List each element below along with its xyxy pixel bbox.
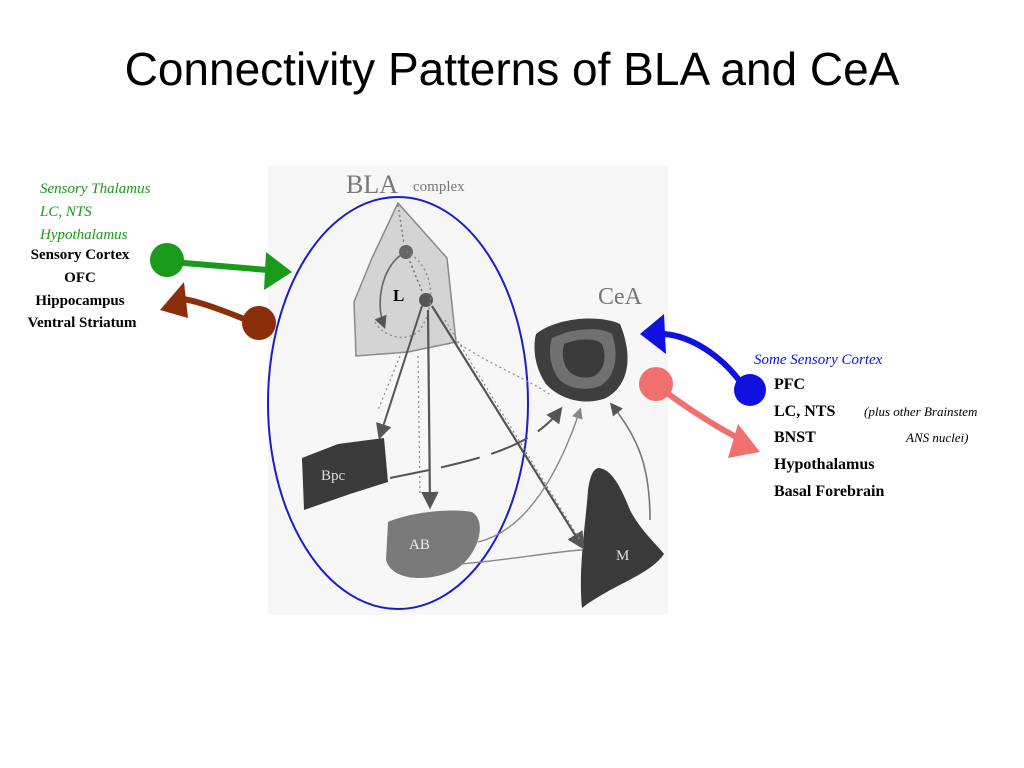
right-item-hypothalamus: Hypothalamus	[774, 456, 874, 473]
bpc-nucleus-shape	[302, 438, 388, 510]
right-item-bnst-note: ANS nuclei)	[905, 430, 968, 445]
m-nucleus-label: M	[616, 548, 629, 564]
lateral-internal-up	[397, 204, 405, 245]
projection-bpc-to-cea	[389, 406, 563, 479]
left-green-item-1: Sensory Thalamus	[40, 181, 151, 197]
bla-label: BLA	[346, 170, 398, 199]
left-black-item-3: Hippocampus	[35, 293, 124, 309]
salmon-output-origin-dot	[639, 367, 673, 401]
m-nucleus-shape	[580, 468, 664, 608]
blue-input-origin-dot	[734, 374, 766, 406]
lateral-node-lower	[419, 293, 433, 307]
projection-l-dotted-3	[444, 319, 581, 541]
left-black-item-1: Sensory Cortex	[31, 247, 130, 263]
brown-output-arrow-line	[175, 295, 254, 325]
left-black-item-4: Ventral Striatum	[27, 315, 137, 331]
bpc-nucleus-label: Bpc	[321, 468, 346, 484]
brown-output-origin-dot	[242, 306, 276, 340]
ab-nucleus-shape	[386, 510, 480, 579]
projection-l-to-ab	[421, 309, 439, 510]
left-green-item-3: Hypothalamus	[39, 227, 128, 243]
bla-complex-ellipse	[267, 196, 529, 610]
bla-complex-sublabel: complex	[413, 179, 465, 195]
projection-l-to-bpc	[376, 305, 423, 440]
green-input-arrowhead	[264, 252, 292, 290]
salmon-output-arrowhead	[728, 424, 760, 458]
right-item-lc-nts-note: (plus other Brainstem	[864, 404, 977, 419]
projection-l-to-cea-dotted	[455, 341, 553, 397]
lateral-internal-loop	[374, 251, 407, 329]
right-item-pfc: PFC	[774, 376, 805, 393]
ab-nucleus-label: AB	[409, 537, 430, 553]
cea-inner-core	[562, 339, 605, 378]
lateral-internal-dotted	[373, 251, 432, 339]
green-input-origin-dot	[150, 243, 184, 277]
projection-m-to-cea	[610, 402, 651, 521]
right-item-bnst: BNST	[774, 429, 816, 446]
projection-l-to-m	[431, 305, 585, 550]
right-item-lc-nts: LC, NTS	[774, 403, 835, 420]
left-black-item-2: OFC	[64, 270, 96, 286]
left-green-item-2: LC, NTS	[39, 204, 92, 220]
green-input-arrow-line	[171, 259, 269, 273]
right-item-basal-forebrain: Basal Forebrain	[774, 483, 884, 500]
blue-input-arrow-line	[663, 331, 745, 386]
cea-label: CeA	[598, 284, 643, 310]
projection-ab-to-cea	[477, 407, 583, 543]
projection-ab-to-m	[459, 549, 583, 565]
salmon-output-arrow-line	[658, 385, 744, 443]
slide-title: Connectivity Patterns of BLA and CeA	[124, 43, 900, 95]
brown-output-arrowhead	[160, 282, 188, 318]
right-blue-item: Some Sensory Cortex	[754, 352, 883, 368]
blue-input-arrowhead	[640, 314, 666, 354]
lateral-nucleus-label: L	[393, 286, 404, 305]
